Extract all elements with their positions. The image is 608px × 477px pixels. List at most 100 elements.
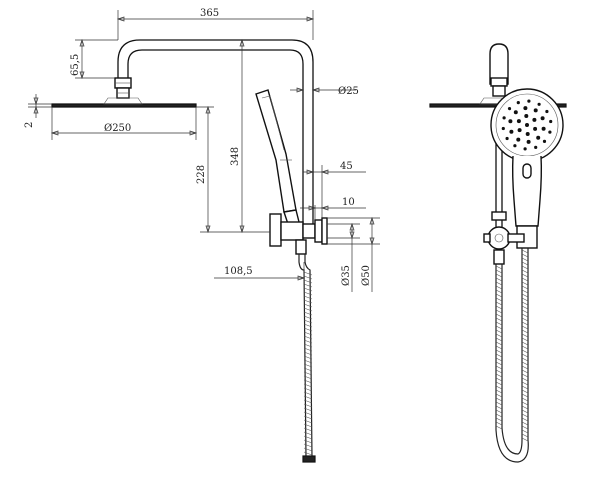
hose-coil-tick xyxy=(303,303,313,308)
hose-coil-tick xyxy=(495,357,503,362)
hose-coil-tick xyxy=(495,397,503,402)
hose-coil-tick xyxy=(303,427,313,432)
nozzle xyxy=(516,119,521,124)
shower-head-side xyxy=(51,97,197,108)
dim-head-diameter: Ø250 xyxy=(104,123,131,134)
hose-coil-tick xyxy=(521,349,529,354)
dimension-lines xyxy=(28,10,380,292)
hose-coil-tick xyxy=(303,371,313,376)
arm-swivel-joint xyxy=(114,77,132,99)
hose-coil-tick xyxy=(495,341,503,346)
nozzle xyxy=(517,128,522,133)
hose-coil-tick xyxy=(495,361,503,366)
hose-coil-tick xyxy=(303,315,313,320)
nozzle xyxy=(509,129,514,134)
hose-coil-tick xyxy=(303,375,313,380)
hose-coil-tick xyxy=(303,351,313,356)
hose-coil-tick xyxy=(521,289,529,294)
hose-coil-tick xyxy=(521,253,529,258)
hose-coil-tick xyxy=(521,369,529,374)
bracket-front xyxy=(483,211,525,265)
nozzle xyxy=(502,116,506,120)
hose-coil-tick xyxy=(521,345,529,350)
hose-coil-tick xyxy=(303,383,313,388)
hose-coil-tick xyxy=(495,265,503,270)
nozzle xyxy=(523,147,527,151)
hose-front xyxy=(495,248,529,463)
hose-coil-tick xyxy=(495,321,503,326)
hose-coil-tick xyxy=(303,443,313,448)
hose-coil-tick xyxy=(521,413,529,418)
hose-coil-tick xyxy=(495,305,503,310)
nozzle xyxy=(501,126,505,131)
nozzle xyxy=(508,119,513,124)
hose-coil-tick xyxy=(303,439,313,444)
hose-coil-tick xyxy=(521,337,529,342)
hose-coil-tick xyxy=(521,269,529,274)
nozzle xyxy=(526,139,531,144)
hose-coil-tick xyxy=(303,287,313,292)
hose-coil-tick xyxy=(521,365,529,370)
hose-coil-tick xyxy=(495,381,503,386)
hose-coil-tick xyxy=(521,333,529,338)
handset-nozzles xyxy=(501,99,553,151)
hose-coil-tick xyxy=(303,275,313,280)
hose-coil-tick xyxy=(521,293,529,298)
hose-coil-tick xyxy=(495,345,503,350)
nozzle xyxy=(540,116,545,121)
hose-coil-tick xyxy=(303,307,313,312)
hose-coil-tick xyxy=(495,417,503,422)
hose-coil-tick xyxy=(521,433,529,438)
hose-coil-tick xyxy=(495,389,503,394)
hose-coil-tick xyxy=(495,313,503,318)
hose-coil-tick xyxy=(495,421,503,426)
hose-coil-tick xyxy=(495,289,503,294)
hose-coil-tick xyxy=(303,447,313,452)
nozzle xyxy=(548,130,552,134)
hose-coil-tick xyxy=(495,277,503,282)
hose-coil-tick xyxy=(303,435,313,440)
hose-coil-tick xyxy=(303,395,313,400)
hose-coil-tick xyxy=(495,353,503,358)
hose-coil-tick xyxy=(521,265,529,270)
nozzle xyxy=(532,117,537,122)
hose-coil-tick xyxy=(521,321,529,326)
hose-coil-tick xyxy=(495,377,503,382)
hose-coil-tick xyxy=(521,297,529,302)
dim-hose-offset: 108,5 xyxy=(224,266,253,277)
nozzle xyxy=(525,123,529,127)
nozzle xyxy=(516,101,520,105)
hose-coil-tick xyxy=(303,411,313,416)
hose-coil-tick xyxy=(495,293,503,298)
hose-coil-tick xyxy=(521,257,529,262)
hose-coil-tick xyxy=(495,337,503,342)
dim-wall-plate-depth: 10 xyxy=(342,197,355,208)
dim-bracket-offset: 45 xyxy=(340,161,353,172)
hose-coil-tick xyxy=(303,387,313,392)
nozzle xyxy=(513,110,518,115)
nozzle xyxy=(545,109,549,114)
hose-coil-tick xyxy=(303,359,313,364)
hose-coil-tick xyxy=(303,407,313,412)
nozzle xyxy=(524,114,529,118)
nozzle xyxy=(507,107,512,111)
hose-coil-tick xyxy=(303,335,313,340)
hose-coil-tick xyxy=(303,423,313,428)
hose-coil-tick xyxy=(303,355,313,360)
hose-coil-tick xyxy=(303,339,313,344)
handset-side xyxy=(255,89,301,231)
hose-coil-tick xyxy=(303,347,313,352)
dim-overall-height: 348 xyxy=(230,147,241,166)
hose-coil-tick xyxy=(495,329,503,334)
dim-pipe-diameter: Ø25 xyxy=(338,86,359,97)
hose-coil-tick xyxy=(495,365,503,370)
hose-coil-tick xyxy=(521,389,529,394)
nozzle xyxy=(536,135,541,140)
nozzle xyxy=(533,108,538,113)
hose-coil-tick xyxy=(521,425,529,430)
hose-coil-tick xyxy=(521,357,529,362)
shower-arm xyxy=(117,39,314,230)
hose-coil-tick xyxy=(303,379,313,384)
hose-coil-tick xyxy=(495,401,503,406)
